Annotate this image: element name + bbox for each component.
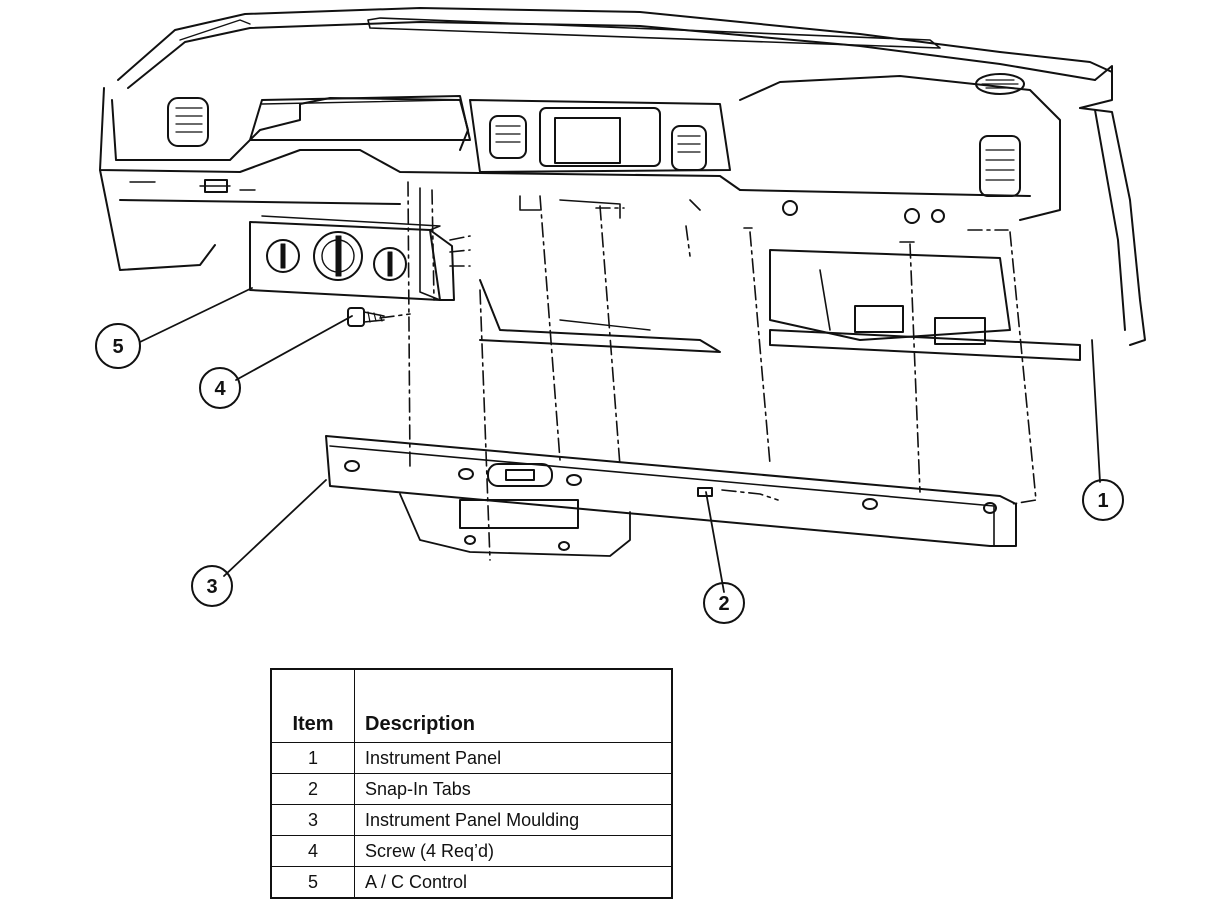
- callout-5: 5: [112, 336, 123, 358]
- instrument-panel-exploded-diagram: 5 4 3 2 1: [95, 7, 1146, 624]
- legend-item-description: A / C Control: [354, 866, 673, 899]
- callout-2-circle: [703, 582, 745, 624]
- leader-lines: [139, 287, 1101, 593]
- callout-5-circle: [95, 323, 141, 369]
- instrument-panel: [99, 7, 1146, 361]
- legend-item-number: 5: [270, 866, 355, 899]
- legend-row: 4 Screw (4 Req’d): [270, 835, 673, 867]
- legend-item-number: 2: [270, 773, 355, 805]
- instrument-panel-moulding: [325, 435, 1017, 557]
- callout-3: 3: [206, 576, 217, 598]
- legend-item-number: 4: [270, 835, 355, 867]
- ac-control: [249, 215, 455, 301]
- legend-item-description: Instrument Panel: [354, 742, 673, 774]
- callout-2: 2: [718, 593, 729, 615]
- snap-in-tab: [697, 487, 713, 497]
- legend-row: 1 Instrument Panel: [270, 742, 673, 774]
- callout-1-circle: [1082, 479, 1124, 521]
- callout-3-circle: [191, 565, 233, 607]
- legend-item-description: Snap-In Tabs: [354, 773, 673, 805]
- legend-row: 2 Snap-In Tabs: [270, 773, 673, 805]
- legend-row: 3 Instrument Panel Moulding: [270, 804, 673, 836]
- parts-legend-table: Item Description 1 Instrument Panel 2 Sn…: [270, 668, 673, 899]
- legend-item-number: 1: [270, 742, 355, 774]
- legend-item-description: Screw (4 Req’d): [354, 835, 673, 867]
- callout-1: 1: [1097, 490, 1108, 512]
- callouts: [95, 323, 1124, 624]
- screw: [347, 307, 385, 327]
- legend-item-number: 3: [270, 804, 355, 836]
- callout-4: 4: [214, 378, 226, 400]
- legend-header-item: Item: [270, 668, 355, 743]
- legend-item-description: Instrument Panel Moulding: [354, 804, 673, 836]
- alignment-lines: [379, 181, 1037, 561]
- callout-4-circle: [199, 367, 241, 409]
- legend-header-description: Description: [354, 668, 673, 743]
- legend-header-row: Item Description: [270, 668, 673, 743]
- legend-row: 5 A / C Control: [270, 866, 673, 899]
